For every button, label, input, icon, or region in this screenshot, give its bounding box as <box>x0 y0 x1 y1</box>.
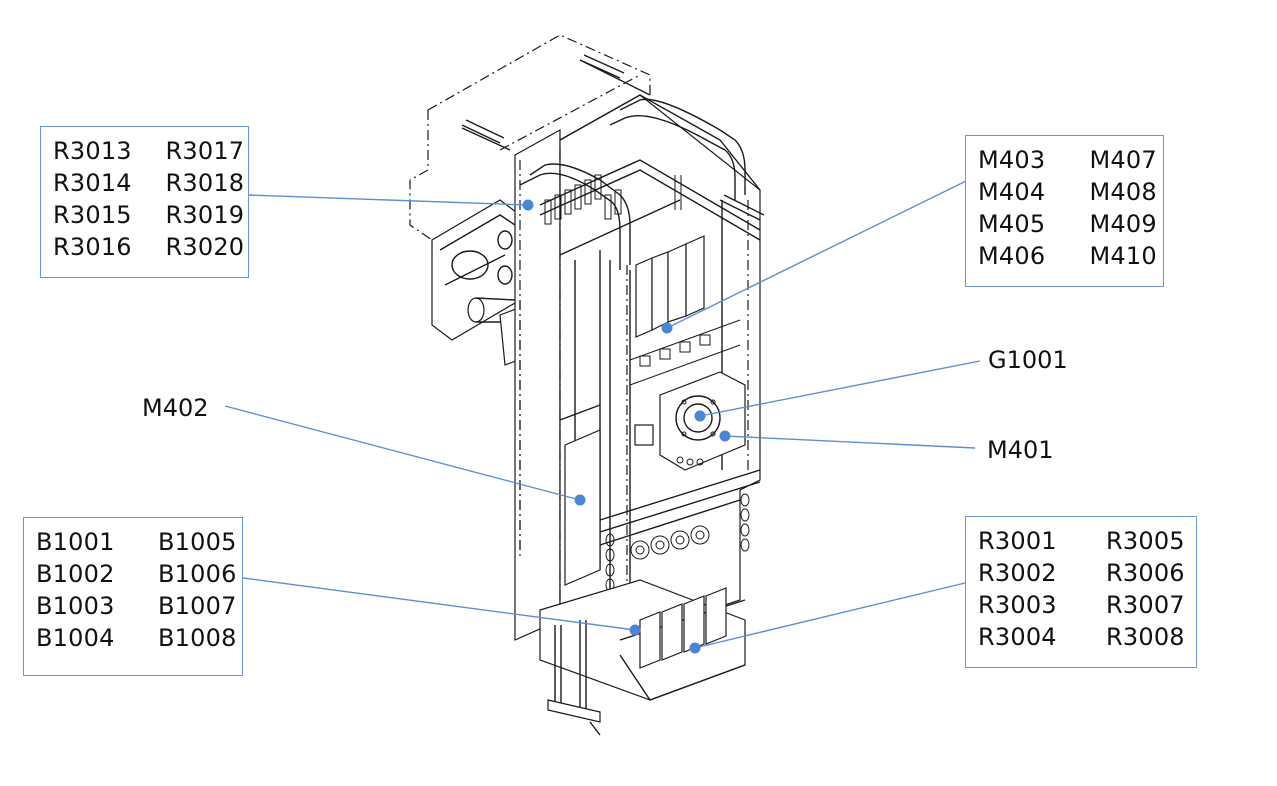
leader-r3013-group <box>247 194 529 206</box>
callout-label: M410 <box>1089 242 1157 270</box>
callout-label: B1004 <box>36 624 115 652</box>
callout-label: R3019 <box>165 201 245 229</box>
callout-label: B1008 <box>158 624 237 652</box>
leader-g1001 <box>699 360 981 417</box>
callout-label: R3013 <box>53 137 132 165</box>
callout-dot-g1001 <box>694 410 706 422</box>
callout-dot-r3001-group <box>689 642 701 654</box>
callout-label: R3020 <box>165 233 245 261</box>
callout-label: M407 <box>1089 146 1157 174</box>
callout-dot-m401 <box>719 430 731 442</box>
callout-label: M405 <box>978 210 1046 238</box>
callout-leaders <box>224 180 981 649</box>
callout-label: R3008 <box>1106 623 1185 651</box>
callout-label: R3006 <box>1106 559 1185 587</box>
callout-label: R3007 <box>1106 591 1185 619</box>
callout-label: R3004 <box>978 623 1057 651</box>
leader-m403-group <box>666 180 967 329</box>
callout-label: B1006 <box>158 560 237 588</box>
callout-label: R3015 <box>53 201 132 229</box>
leader-b1001-group <box>242 577 636 631</box>
callout-label: B1003 <box>36 592 115 620</box>
callout-label-m401: M401 <box>987 436 1054 464</box>
callout-label-m402: M402 <box>142 394 209 422</box>
leader-r3001-group <box>694 582 966 649</box>
callout-label: R3001 <box>978 527 1057 555</box>
callout-dot-b1001-group <box>629 624 641 636</box>
callout-label: B1001 <box>36 528 115 556</box>
callout-label: R3017 <box>165 137 245 165</box>
callout-box-b1001-b1008: B1001 B1005 B1002 B1006 B1003 B1007 B100… <box>23 517 243 676</box>
callout-label: B1005 <box>158 528 237 556</box>
callout-label: R3003 <box>978 591 1057 619</box>
callout-dot-m402 <box>574 494 586 506</box>
callout-label: B1007 <box>158 592 237 620</box>
callout-label: M403 <box>978 146 1046 174</box>
callout-box-m403-m410: M403 M407 M404 M408 M405 M409 M406 M410 <box>965 135 1164 287</box>
callout-dot-m403-group <box>661 322 673 334</box>
callout-box-r3013-r3020: R3013 R3017 R3014 R3018 R3015 R3019 R301… <box>40 126 249 278</box>
callout-label: R3005 <box>1106 527 1185 555</box>
callout-label-g1001: G1001 <box>988 346 1068 374</box>
machine-assembly <box>409 34 765 736</box>
callout-dot-r3013-group <box>522 199 534 211</box>
callout-label: R3002 <box>978 559 1057 587</box>
callout-label: R3014 <box>53 169 132 197</box>
callout-label: B1002 <box>36 560 115 588</box>
leader-m401 <box>724 435 976 449</box>
callout-box-r3001-r3008: R3001 R3005 R3002 R3006 R3003 R3007 R300… <box>965 516 1197 668</box>
callout-label: R3016 <box>53 233 132 261</box>
callout-label: M406 <box>978 242 1046 270</box>
callout-label: M408 <box>1089 178 1157 206</box>
callout-dots <box>522 199 731 654</box>
callout-label: M409 <box>1089 210 1157 238</box>
callout-label: R3018 <box>165 169 245 197</box>
callout-label: M404 <box>978 178 1046 206</box>
leader-m402 <box>224 405 581 501</box>
